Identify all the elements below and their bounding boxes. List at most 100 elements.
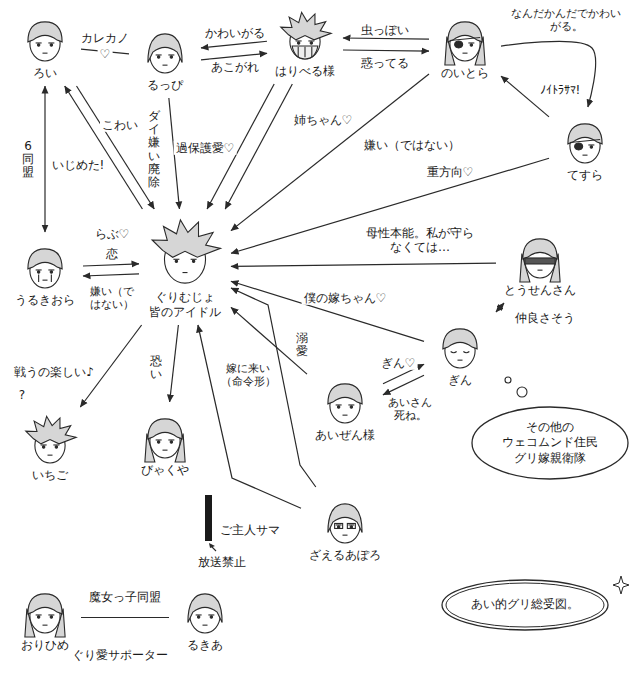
- edge-label: 姉ちゃん♡: [292, 113, 355, 127]
- face-illustration: [437, 10, 493, 66]
- hair: [448, 22, 482, 42]
- edge-label: いじめた!: [50, 158, 107, 172]
- glasses: [347, 523, 355, 528]
- hair: [148, 34, 182, 63]
- relation-arrow: [501, 41, 596, 107]
- relation-arrow: [201, 53, 267, 60]
- character-name: ぎん: [448, 373, 472, 388]
- eye: [170, 441, 172, 443]
- character-node: ざえるあぽろ: [304, 490, 386, 565]
- character-name: びゃくや: [141, 463, 189, 478]
- eye: [50, 616, 52, 618]
- face-illustration: [512, 227, 568, 283]
- relation-arrow: [44, 86, 45, 232]
- hair: [281, 12, 331, 40]
- mouth: [48, 455, 53, 456]
- eye: [37, 271, 39, 273]
- eye: [451, 351, 457, 352]
- eye: [170, 56, 172, 58]
- relation-arrow: [169, 98, 180, 209]
- relation-arrow: [383, 375, 424, 395]
- face-illustration: [147, 214, 223, 290]
- note-label: ♡: [98, 47, 113, 61]
- glasses: [335, 523, 343, 528]
- character-node: おりひめ: [12, 580, 78, 655]
- thought-bubble-dot: [505, 377, 511, 383]
- face-illustration: [17, 10, 73, 66]
- character-name: ぐりむじょ: [155, 290, 215, 305]
- edge-label: ﾉｲﾄﾗｻﾏ!: [538, 83, 583, 97]
- relation-arrow: [207, 84, 274, 209]
- relation-arrow: [83, 264, 139, 266]
- hair: [523, 239, 557, 259]
- title-oval: あい的グリ総受図。: [440, 578, 610, 632]
- eye: [337, 526, 339, 528]
- relation-arrow: [81, 617, 169, 618]
- character-name: のいとら: [441, 66, 489, 81]
- face-illustration: [317, 372, 373, 428]
- relation-arrow: [80, 325, 141, 407]
- face-illustration: [137, 407, 193, 463]
- eye: [350, 406, 352, 408]
- note-label: ?: [17, 388, 27, 402]
- character-name: ろい: [33, 66, 57, 81]
- character-name: 皆のアイドル: [149, 305, 221, 320]
- censor-bar: [205, 495, 212, 541]
- eye: [590, 146, 592, 148]
- character-name: いちご: [32, 468, 68, 483]
- character-node: ぐりむじょ皆のアイドル: [142, 212, 228, 322]
- eye: [37, 44, 39, 46]
- eye: [157, 56, 159, 58]
- thought-bubble: その他の ウェコムンド住民 グリ嫁親衛隊: [470, 405, 630, 481]
- face-sketch: [152, 220, 220, 283]
- hair: [188, 594, 222, 623]
- relation-arrow: [231, 263, 496, 266]
- face-illustration: [432, 317, 488, 373]
- edge-label: 魔女っ子同盟: [87, 590, 163, 604]
- eye: [157, 441, 159, 443]
- mask-line: [311, 47, 312, 57]
- edge-label: なんだかんだでかわいがる。: [504, 7, 628, 33]
- relation-arrow: [77, 86, 155, 209]
- eye: [50, 44, 52, 46]
- hair: [148, 419, 182, 439]
- character-name: おりひめ: [21, 638, 69, 653]
- eye: [192, 260, 194, 262]
- face-sketch: [443, 329, 477, 368]
- hair: [328, 504, 362, 533]
- eye: [50, 271, 52, 273]
- mouth: [343, 415, 348, 416]
- relation-arrow: [81, 49, 129, 54]
- face-illustration: [317, 492, 373, 548]
- edge-label: ダイ嫌い 廃除: [146, 109, 162, 190]
- mouth: [458, 360, 463, 361]
- note-label: 放送禁止: [196, 555, 248, 569]
- character-node: るきあ: [172, 580, 238, 655]
- mouth: [43, 625, 48, 626]
- eye: [197, 616, 199, 618]
- edge-label: こわい: [100, 118, 140, 132]
- mouth: [538, 270, 543, 271]
- mouth: [43, 53, 48, 54]
- edge-label: カレカノ: [79, 31, 131, 45]
- eyepatch: [455, 41, 463, 48]
- relation-arrow: [170, 325, 179, 402]
- edge-label: 恐い: [148, 354, 164, 382]
- face-sketch: [26, 416, 76, 463]
- relation-arrow: [343, 38, 429, 39]
- edge-label: 仲良さそう: [513, 311, 577, 325]
- thought-bubble-dot: [517, 387, 527, 397]
- character-node: ぎん: [427, 315, 493, 390]
- mask-line: [304, 47, 305, 57]
- face-illustration: [17, 237, 73, 293]
- face-sketch: [25, 594, 65, 637]
- edge-label: 恋: [104, 247, 120, 261]
- edge-label: 過保護愛♡: [174, 141, 237, 155]
- relation-arrow: [83, 274, 139, 276]
- note-text: その他の ウェコムンド住民 グリ嫁親衛隊: [495, 420, 605, 467]
- relation-arrow: [231, 307, 307, 374]
- face-sketch: [520, 239, 560, 282]
- edge-label: あこがれ: [209, 60, 261, 74]
